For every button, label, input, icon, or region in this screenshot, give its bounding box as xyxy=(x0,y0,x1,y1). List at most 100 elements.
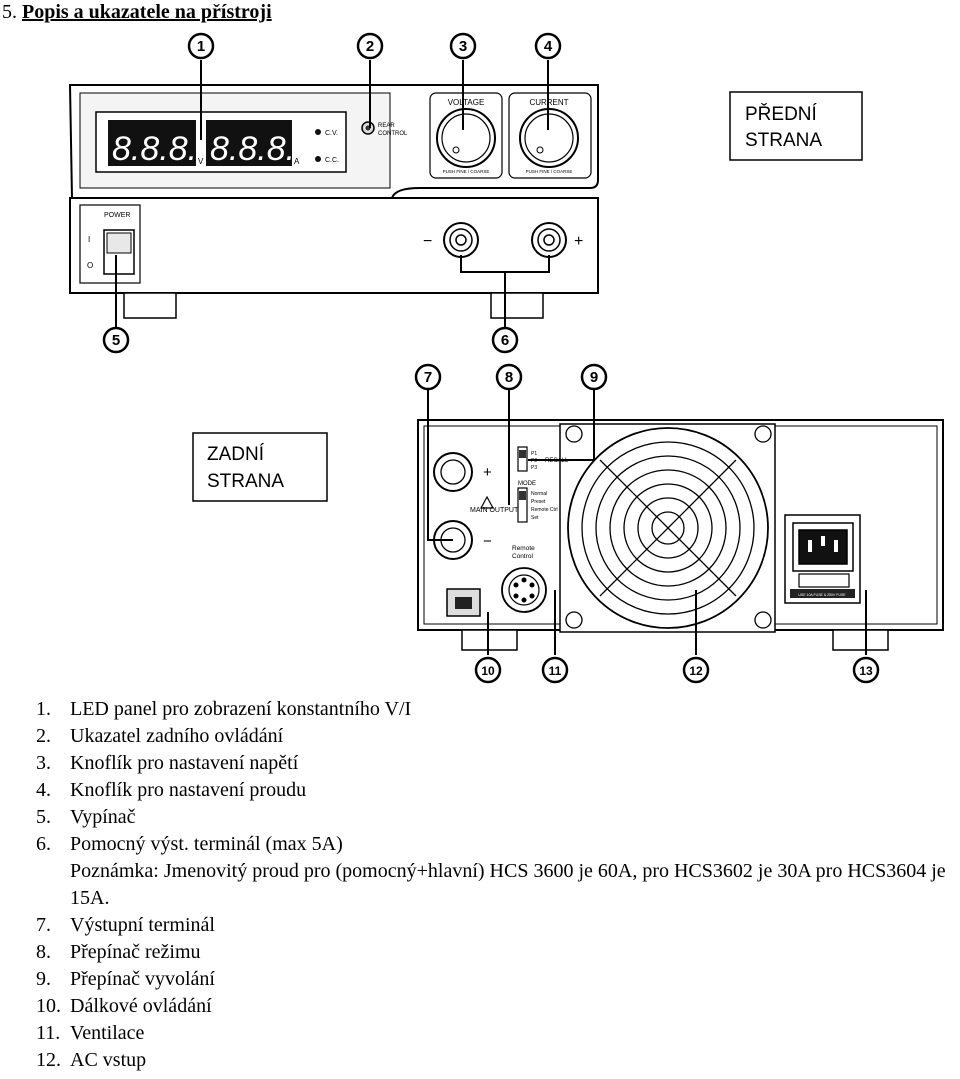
back-panel xyxy=(417,390,944,655)
section-number: 5. xyxy=(2,1,17,23)
legend-item: 7.Výstupní terminál xyxy=(36,912,956,939)
current-sub: PUSH FINE / COARSE xyxy=(526,169,573,174)
legend-item-text: Pomocný výst. terminál (max 5A) xyxy=(70,833,343,855)
front-label-line1: PŘEDNÍ xyxy=(745,103,818,125)
switch-on-mark: I xyxy=(88,235,90,244)
front-panel xyxy=(68,60,599,327)
legend-item-number: 8. xyxy=(36,941,51,963)
callout-number: 9 xyxy=(590,369,598,386)
legend-item-number: 10. xyxy=(36,995,61,1017)
legend-item: 1. LED panel pro zobrazení konstantního V… xyxy=(36,696,956,723)
display-current: 8.8.8. xyxy=(210,130,295,168)
device-figure: 8.8.8. 8.8.8. V A C.V. C.C. REAR CONTROL… xyxy=(68,32,944,684)
section-title: Popis a ukazatele na přístroji xyxy=(22,1,272,23)
legend-item: 11. Ventilace xyxy=(36,1020,956,1047)
legend-list: 1. LED panel pro zobrazení konstantního V… xyxy=(36,696,956,1074)
voltage-sub: PUSH FINE / COARSE xyxy=(443,169,490,174)
callout-circle xyxy=(356,32,384,60)
front-label-line2: STRANA xyxy=(745,130,822,151)
recall-p2: P2 xyxy=(531,458,537,464)
callout-circle xyxy=(449,32,477,60)
legend-item-text: AC vstup xyxy=(70,1049,147,1071)
callout-circle xyxy=(495,363,523,391)
back-label-line1: ZADNÍ xyxy=(207,444,265,465)
back-label-box xyxy=(192,432,328,502)
switch-off-mark: O xyxy=(87,261,93,270)
mode-label: MODE xyxy=(518,481,536,487)
callout-number: 11 xyxy=(549,664,562,678)
callout-13: 13 xyxy=(852,656,880,684)
callout-circle xyxy=(541,656,569,684)
callout-4: 4 xyxy=(534,32,562,60)
callout-circle xyxy=(187,32,215,60)
legend-item-text: Knoflík pro nastavení proudu xyxy=(70,779,307,801)
callout-12: 12 xyxy=(682,656,710,684)
callout-circle xyxy=(491,326,519,354)
front-label-box xyxy=(729,91,863,161)
legend-item-number: 7. xyxy=(36,914,51,936)
recall-p1: P1 xyxy=(531,451,537,457)
display-voltage: 8.8.8. xyxy=(112,130,197,168)
legend-item-text: LED panel pro zobrazení konstantního V/I xyxy=(70,698,412,720)
remote-label-2: Control xyxy=(512,553,534,560)
unit-v: V xyxy=(198,157,204,166)
back-minus: − xyxy=(483,533,492,550)
legend-item-number: 5. xyxy=(36,806,51,828)
legend-item: 3.Knoflík pro nastavení napětí xyxy=(36,750,956,777)
rear-control-label-2: CONTROL xyxy=(378,131,408,137)
legend-item: 6. Pomocný výst. terminál (max 5A) xyxy=(36,831,956,858)
callout-number: 4 xyxy=(544,38,553,55)
unit-a: A xyxy=(294,157,300,166)
callout-number: 5 xyxy=(112,332,120,349)
legend-item-text: Přepínač vyvolání xyxy=(70,968,215,990)
callout-number: 2 xyxy=(366,38,374,55)
callout-circle xyxy=(474,656,502,684)
callout-9: 9 xyxy=(580,363,608,391)
callout-number: 12 xyxy=(689,664,703,678)
mode-normal: Normal xyxy=(531,491,547,497)
legend-item: 10. Dálkové ovládání xyxy=(36,993,956,1020)
legend-item: 12.AC vstup xyxy=(36,1047,956,1074)
callout-circle xyxy=(414,363,442,391)
callout-circle xyxy=(102,326,130,354)
mode-remote-ctrl: Remote Ctrl xyxy=(531,507,558,513)
callout-circle xyxy=(682,656,710,684)
callout-10: 10 xyxy=(474,656,502,684)
legend-item: 2.Ukazatel zadního ovládání xyxy=(36,723,956,750)
callout-7: 7 xyxy=(414,363,442,391)
legend-note: Poznámka: Jmenovitý proud pro (pomocný+h… xyxy=(70,860,946,909)
legend-item-number: 4. xyxy=(36,779,51,801)
fuse-text: USE 10A FUSE & 250V FUSE xyxy=(798,593,846,597)
legend-item-text: Knoflík pro nastavení napětí xyxy=(70,752,299,774)
callout-number: 3 xyxy=(459,38,467,55)
legend-item: 9. Přepínač vyvolání xyxy=(36,966,956,993)
legend-item-text: Dálkové ovládání xyxy=(70,995,212,1017)
power-label: POWER xyxy=(104,212,130,219)
callout-circle xyxy=(580,363,608,391)
mode-preset: Preset xyxy=(531,499,546,505)
callout-11: 11 xyxy=(541,656,569,684)
legend-item-number: 6. xyxy=(36,833,51,855)
legend-item-number: 1. xyxy=(36,698,51,720)
callout-circle xyxy=(852,656,880,684)
section-heading: 5. Popis a ukazatele na přístroji xyxy=(2,0,272,24)
legend-item-text: Vypínač xyxy=(70,806,136,828)
callout-number: 13 xyxy=(859,664,873,678)
front-plus: + xyxy=(574,233,583,250)
front-minus: − xyxy=(423,233,432,250)
cv-label: C.V. xyxy=(325,130,338,137)
rear-control-label-1: REAR xyxy=(378,123,395,129)
callout-number: 10 xyxy=(481,664,495,678)
legend-item-number: 9. xyxy=(36,968,51,990)
mode-set: Set xyxy=(531,515,539,521)
legend-item-text: Ukazatel zadního ovládání xyxy=(70,725,284,747)
legend-item: 4. Knoflík pro nastavení proudu xyxy=(36,777,956,804)
callout-circle xyxy=(534,32,562,60)
legend-item-text: Ventilace xyxy=(70,1022,145,1044)
callout-1: 1 xyxy=(187,32,215,60)
callout-3: 3 xyxy=(449,32,477,60)
recall-p3: P3 xyxy=(531,465,537,471)
current-label: CURRENT xyxy=(529,98,568,107)
legend-item-number: 11. xyxy=(36,1022,61,1044)
